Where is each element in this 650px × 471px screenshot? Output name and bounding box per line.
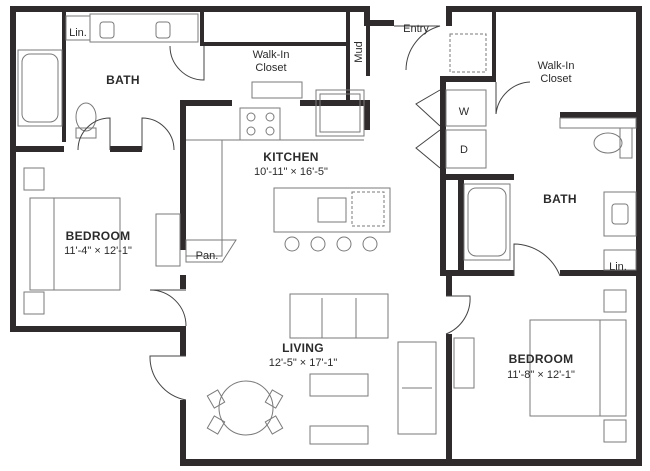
living-label: LIVING [282,341,324,355]
walls [10,6,642,466]
kitchen-label: KITCHEN [263,150,318,164]
walkin-right-label-line2: Closet [540,73,571,85]
bath-right-label: BATH [543,192,577,206]
door-swings [77,25,561,401]
walkin-left-label-line2: Closet [255,62,286,74]
walkin-right-label-line1: Walk-In [538,60,575,72]
dryer-label: D [460,144,468,156]
labels: BATH Lin. Walk-In Closet Mud Entry Walk-… [64,23,627,381]
living-dimensions: 12'-5" × 17'-1" [269,357,338,369]
washer-label: W [459,106,470,118]
bedroom-right-dimensions: 11'-8" × 12'-1" [507,369,575,381]
bedroom-left-dimensions: 11'-4" × 12'-1" [64,245,132,257]
walkin-left-label-line1: Walk-In [253,49,290,61]
linen-right-label: Lin. [609,261,627,273]
bedroom-right-label: BEDROOM [509,352,574,366]
linen-left-label: Lin. [69,27,87,39]
bath-left-label: BATH [106,73,140,87]
pantry-label: Pan. [196,250,219,262]
bedroom-left-label: BEDROOM [66,229,131,243]
mud-label: Mud [353,41,365,62]
entry-label: Entry [403,23,429,35]
kitchen-dimensions: 10'-11" × 16'-5" [254,166,328,178]
fixtures [17,13,637,445]
